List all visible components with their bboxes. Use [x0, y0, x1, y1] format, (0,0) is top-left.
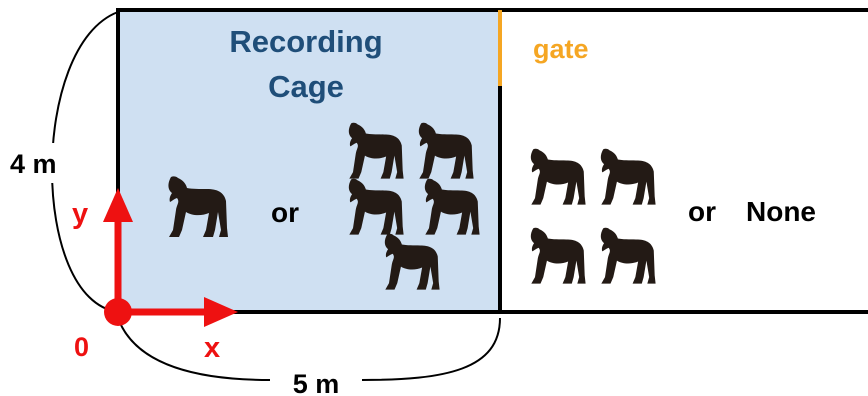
none-label: None	[746, 196, 816, 227]
cage-title-line1: Recording	[229, 24, 382, 59]
origin-label: 0	[74, 332, 89, 362]
height-label: 4 m	[10, 149, 57, 179]
monkey-icon	[600, 227, 656, 284]
y-axis-label: y	[72, 198, 88, 230]
or-label-cage: or	[271, 197, 299, 228]
x-axis-label: x	[204, 332, 220, 364]
width-dimension-arc-left	[117, 317, 271, 381]
width-label: 5 m	[293, 369, 340, 396]
monkey-icon	[530, 148, 586, 205]
y-axis-arrowhead	[103, 188, 133, 222]
width-dimension-arc-right	[361, 317, 501, 381]
x-axis-arrowhead	[204, 297, 238, 327]
monkey-icon	[530, 227, 586, 284]
cage-title-line2: Cage	[268, 69, 344, 104]
monkey-icon	[600, 148, 656, 205]
or-label-right: or	[688, 196, 716, 227]
origin-dot	[104, 298, 132, 326]
height-label-backdrop	[8, 143, 78, 183]
cage-wall-outline	[116, 8, 868, 314]
gate-label: gate	[533, 34, 589, 64]
